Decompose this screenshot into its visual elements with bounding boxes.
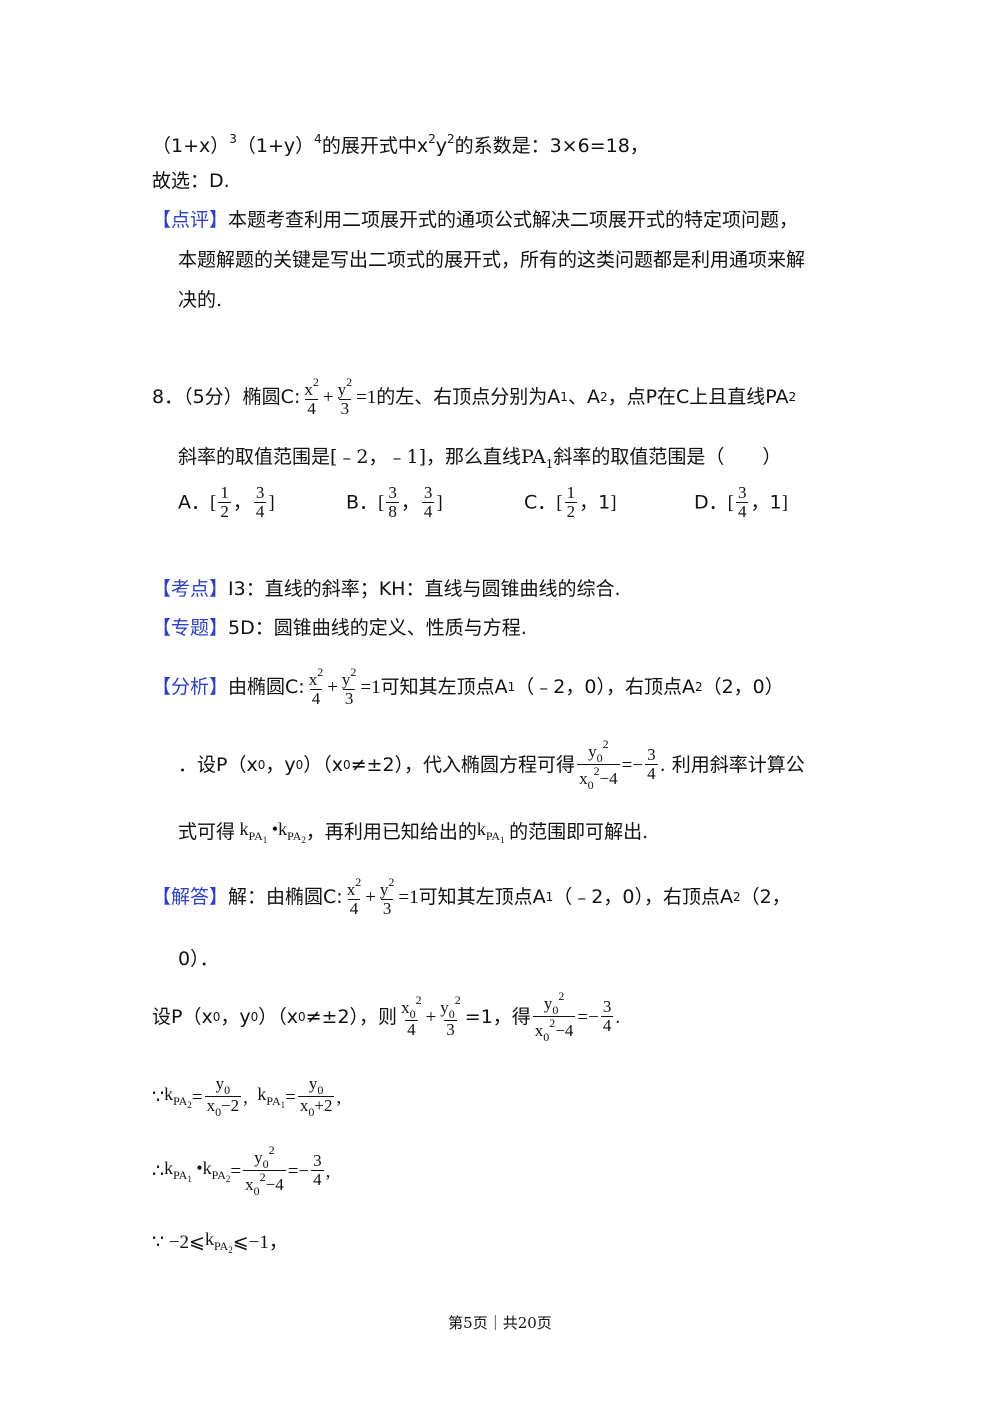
comment-line: 【点评】本题考查利用二项展开式的通项公式解决二项展开式的特定项问题，	[152, 209, 799, 231]
question-8-line2: 斜率的取值范围是[﹣2，﹣1]，那么直线PA1斜率的取值范围是（ ）	[178, 446, 782, 471]
zhuanti-line: 【专题】5D：圆锥曲线的定义、性质与方程.	[152, 617, 527, 639]
text-line: （1+x）3（1+y）4的展开式中x2y2的系数是：3×6=18，	[152, 132, 649, 157]
text-line: 故选：D.	[152, 170, 230, 192]
section-tag: 【考点】	[152, 578, 229, 600]
section-tag: 【专题】	[152, 617, 229, 639]
section-tag: 【分析】	[152, 675, 229, 698]
analysis-line3: 式可得 kPA1 •kPA2 ，再利用已知给出的 kPA1 的范围即可解出.	[178, 818, 649, 845]
text-line: 本题解题的关键是写出二项式的展开式，所有的这类问题都是利用通项来解	[178, 249, 806, 271]
solution-line2: 0）．	[178, 948, 219, 970]
text-line: 决的.	[178, 289, 223, 311]
section-tag: 【点评】	[152, 209, 229, 231]
section-tag: 【解答】	[152, 885, 229, 908]
kaodian-line: 【考点】I3：直线的斜率；KH：直线与圆锥曲线的综合.	[152, 578, 621, 600]
solution-range: ∵ −2⩽kPA2⩽−1，	[152, 1228, 288, 1255]
page-footer: 第5页｜共20页	[448, 1314, 552, 1332]
